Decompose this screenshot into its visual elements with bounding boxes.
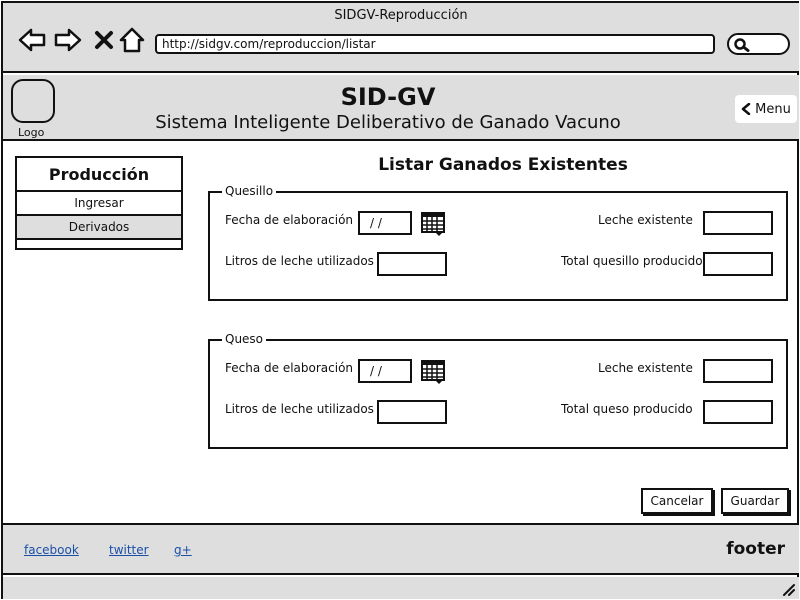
- close-icon: [95, 31, 113, 49]
- quesillo-legend: Quesillo: [222, 184, 277, 198]
- browser-search-box[interactable]: [727, 33, 790, 55]
- twitter-link[interactable]: twitter: [109, 543, 149, 557]
- forward-button[interactable]: [53, 25, 83, 55]
- url-bar[interactable]: http://sidgv.com/reproduccion/listar: [155, 34, 715, 54]
- quesillo-date-label: Fecha de elaboración: [225, 213, 354, 227]
- app-header: Logo SID-GV Sistema Inteligente Delibera…: [3, 75, 799, 141]
- footer-label: footer: [726, 539, 785, 559]
- quesillo-date-input[interactable]: / /: [358, 211, 412, 235]
- facebook-link[interactable]: facebook: [24, 543, 79, 557]
- footer: facebook twitter g+ footer: [3, 523, 799, 575]
- chevron-left-icon: [741, 103, 751, 115]
- save-button[interactable]: Guardar: [721, 488, 789, 514]
- sidebar: Producción Ingresar Derivados: [15, 156, 183, 250]
- back-arrow-icon: [18, 28, 46, 52]
- forward-arrow-icon: [54, 28, 82, 52]
- menu-button-label: Menu: [755, 101, 791, 117]
- calendar-icon[interactable]: [421, 211, 447, 237]
- quesillo-total-input[interactable]: [703, 252, 773, 276]
- quesillo-milk-input[interactable]: [703, 211, 773, 235]
- sidebar-item-ingresar[interactable]: Ingresar: [17, 192, 181, 216]
- sidebar-title: Producción: [17, 158, 181, 192]
- quesillo-liters-label: Litros de leche utilizados: [225, 254, 374, 268]
- menu-button[interactable]: Menu: [735, 95, 797, 123]
- sidebar-item-derivados[interactable]: Derivados: [17, 216, 181, 240]
- queso-liters-input[interactable]: [377, 400, 447, 424]
- queso-total-label: Total queso producido: [561, 402, 693, 416]
- app-subtitle: Sistema Inteligente Deliberativo de Gana…: [155, 112, 621, 133]
- home-icon: [119, 27, 145, 53]
- quesillo-fieldset: Quesillo Fecha de elaboración / / Leche …: [208, 184, 788, 301]
- search-icon: [734, 38, 750, 52]
- calendar-icon[interactable]: [421, 359, 447, 385]
- queso-milk-label: Leche existente: [598, 361, 693, 375]
- quesillo-total-label: Total quesillo producido: [561, 254, 703, 268]
- quesillo-milk-label: Leche existente: [598, 213, 693, 227]
- quesillo-liters-input[interactable]: [377, 252, 447, 276]
- back-button[interactable]: [17, 25, 47, 55]
- home-button[interactable]: [117, 25, 147, 55]
- queso-legend: Queso: [222, 332, 267, 346]
- browser-toolbar: SIDGV-Reproducción http://sidgv.com/repr…: [3, 3, 799, 73]
- stop-button[interactable]: [89, 25, 119, 55]
- resize-grip-icon[interactable]: [781, 582, 795, 596]
- cancel-button[interactable]: Cancelar: [641, 488, 713, 514]
- logo-image: [11, 79, 55, 123]
- google-plus-link[interactable]: g+: [174, 543, 192, 557]
- status-bar: [3, 577, 799, 599]
- page-title: Listar Ganados Existentes: [378, 155, 628, 175]
- queso-date-label: Fecha de elaboración: [225, 361, 354, 375]
- queso-total-input[interactable]: [703, 400, 773, 424]
- queso-date-input[interactable]: / /: [358, 359, 412, 383]
- queso-fieldset: Queso Fecha de elaboración / / Leche exi…: [208, 332, 788, 449]
- window-title: SIDGV-Reproducción: [334, 8, 468, 23]
- queso-milk-input[interactable]: [703, 359, 773, 383]
- queso-liters-label: Litros de leche utilizados: [225, 402, 374, 416]
- app-title: SID-GV: [340, 83, 436, 111]
- logo-label: Logo: [18, 126, 45, 139]
